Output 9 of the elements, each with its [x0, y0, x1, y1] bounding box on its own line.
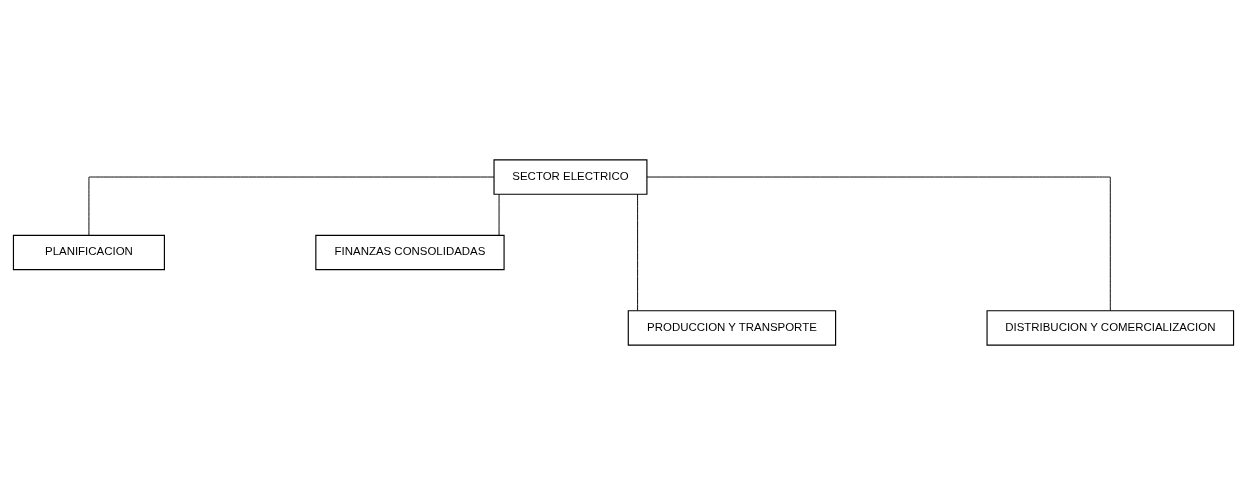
node-box: DISTRIBUCION Y COMERCIALIZACION	[986, 309, 1235, 346]
connector	[646, 176, 1111, 311]
connector	[498, 193, 500, 236]
node-box: PLANIFICACION	[12, 234, 165, 270]
node-box: FINANZAS CONSOLIDADAS	[315, 234, 505, 270]
node-box: PRODUCCION Y TRANSPORTE	[627, 309, 837, 346]
connector	[88, 176, 495, 235]
node-box: SECTOR ELECTRICO	[493, 158, 648, 195]
connector	[637, 193, 639, 311]
